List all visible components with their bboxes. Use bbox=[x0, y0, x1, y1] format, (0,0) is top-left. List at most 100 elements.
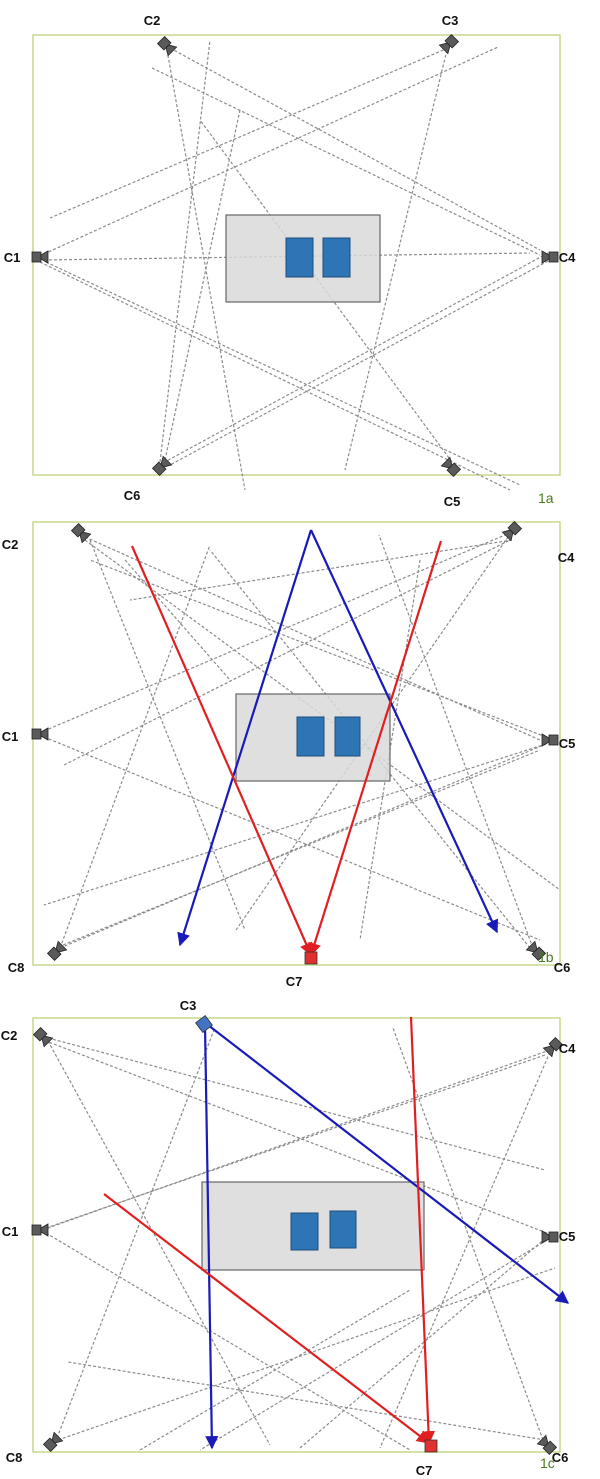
camera-c2-icon bbox=[70, 522, 92, 544]
field-of-view-line bbox=[43, 743, 547, 906]
camera-label: C7 bbox=[416, 1463, 433, 1478]
camera-label: C8 bbox=[6, 1450, 23, 1465]
red-coverage-ray bbox=[103, 1193, 431, 1444]
camera-label: C3 bbox=[442, 13, 459, 28]
field-of-view-line bbox=[63, 539, 511, 766]
camera-label: C4 bbox=[559, 250, 576, 265]
camera-c8-icon bbox=[42, 1431, 64, 1453]
camera-label: C8 bbox=[8, 960, 25, 975]
camera-c6-icon bbox=[151, 455, 173, 477]
field-of-view-line bbox=[43, 736, 541, 941]
field-of-view-line bbox=[59, 743, 547, 949]
blue-coverage-ray bbox=[203, 1024, 219, 1450]
camera-c4-icon bbox=[501, 520, 523, 542]
field-of-view-line bbox=[43, 46, 499, 255]
camera-c4-icon bbox=[542, 1036, 564, 1058]
field-of-view-line bbox=[56, 1029, 215, 1439]
object-window bbox=[290, 1212, 319, 1251]
panel-label: 1c bbox=[540, 1455, 555, 1471]
field-of-view-line bbox=[159, 39, 211, 463]
camera-label: C4 bbox=[558, 550, 575, 565]
field-of-view-line bbox=[59, 544, 211, 949]
field-of-view-line bbox=[379, 1051, 551, 1449]
field-of-view-line bbox=[45, 1040, 548, 1234]
field-of-view-line bbox=[47, 1049, 551, 1229]
camera-c6-icon bbox=[525, 940, 547, 962]
field-of-view-line bbox=[199, 1239, 548, 1451]
field-of-view-line bbox=[39, 261, 511, 491]
field-of-view-line bbox=[169, 47, 541, 251]
camera-label: C2 bbox=[144, 13, 161, 28]
camera-c5-icon bbox=[440, 456, 462, 478]
camera-c3-icon bbox=[195, 1015, 213, 1033]
field-of-view-line bbox=[344, 49, 448, 471]
object-window bbox=[334, 716, 361, 757]
camera-label: C1 bbox=[4, 250, 21, 265]
field-of-view-line bbox=[67, 1361, 546, 1441]
camera-label: C1 bbox=[2, 1224, 19, 1239]
field-of-view-line bbox=[43, 534, 506, 732]
field-of-view-line bbox=[47, 1040, 271, 1446]
blue-coverage-ray bbox=[207, 1024, 570, 1304]
camera-label: C6 bbox=[124, 488, 141, 503]
camera-c7-icon bbox=[304, 951, 318, 965]
room-boundary bbox=[32, 521, 561, 966]
object-window bbox=[285, 237, 314, 278]
camera-c3-icon bbox=[438, 33, 460, 55]
camera-c1-icon bbox=[31, 1223, 49, 1237]
blue-coverage-ray bbox=[177, 529, 313, 947]
camera-c7-icon bbox=[424, 1439, 438, 1453]
camera-c1-icon bbox=[31, 727, 49, 741]
field-of-view-line bbox=[49, 47, 449, 219]
field-of-view-line bbox=[124, 559, 231, 681]
field-of-view-line bbox=[392, 1027, 544, 1441]
field-of-view-line bbox=[45, 1232, 411, 1451]
field-of-view-line bbox=[89, 539, 246, 931]
field-of-view-line bbox=[43, 252, 531, 261]
field-of-view-line bbox=[57, 1267, 556, 1441]
camera-c8-icon bbox=[46, 940, 68, 962]
camera-label: C5 bbox=[559, 736, 576, 751]
field-of-view-line bbox=[84, 536, 541, 741]
camera-c4-icon bbox=[541, 250, 559, 264]
object-window bbox=[329, 1210, 357, 1249]
field-of-view-line bbox=[299, 1236, 548, 1449]
blue-coverage-ray bbox=[310, 529, 499, 934]
camera-label: C6 bbox=[554, 960, 571, 975]
camera-label: C7 bbox=[286, 974, 303, 989]
object-window bbox=[296, 716, 325, 757]
panel-label: 1a bbox=[538, 490, 554, 506]
camera-c6-icon bbox=[536, 1434, 558, 1456]
red-coverage-ray bbox=[409, 1016, 436, 1445]
camera-label: C3 bbox=[180, 998, 197, 1013]
field-of-view-line bbox=[162, 252, 549, 464]
camera-c1-icon bbox=[31, 250, 49, 264]
central-object bbox=[225, 214, 381, 303]
field-of-view-line bbox=[151, 67, 541, 256]
field-of-view-line bbox=[62, 749, 541, 946]
object-window bbox=[322, 237, 351, 278]
field-of-view-line bbox=[47, 1037, 546, 1171]
camera-c2-icon bbox=[32, 1026, 54, 1048]
camera-label: C6 bbox=[552, 1450, 569, 1465]
field-of-view-line bbox=[378, 534, 534, 949]
camera-label: C2 bbox=[1, 1028, 18, 1043]
field-of-view-line bbox=[139, 1289, 411, 1451]
panel-label: 1b bbox=[538, 949, 554, 965]
field-of-view-line bbox=[89, 559, 547, 738]
camera-label: C5 bbox=[444, 494, 461, 509]
red-coverage-ray bbox=[308, 540, 443, 957]
field-of-view-line bbox=[166, 49, 246, 491]
camera-label: C4 bbox=[559, 1041, 576, 1056]
camera-label: C1 bbox=[2, 729, 19, 744]
red-coverage-ray bbox=[130, 545, 313, 957]
camera-label: C5 bbox=[559, 1229, 576, 1244]
camera-label: C2 bbox=[2, 537, 19, 552]
field-of-view-line bbox=[45, 1054, 546, 1229]
camera-c5-icon bbox=[541, 733, 559, 747]
camera-c5-icon bbox=[541, 1230, 559, 1244]
